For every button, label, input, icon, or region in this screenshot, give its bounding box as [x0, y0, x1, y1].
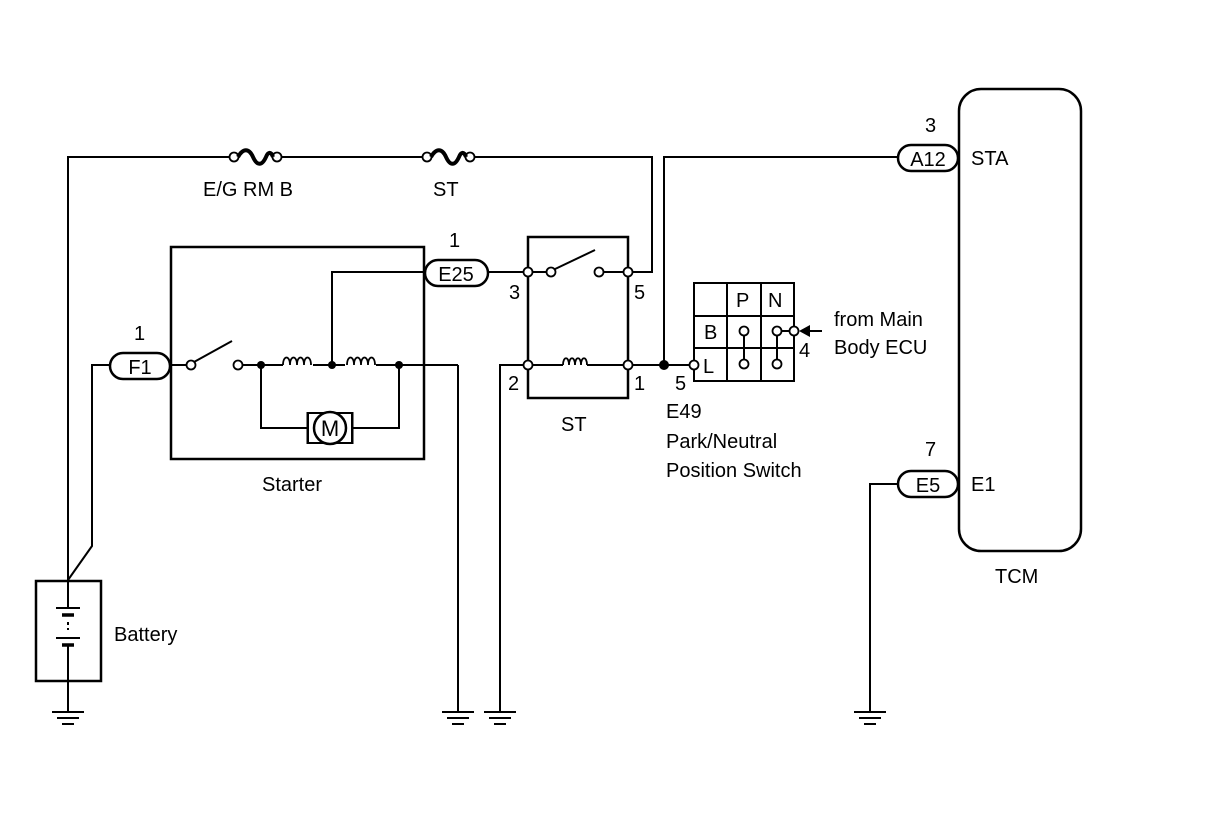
- connector-e5: [896, 469, 960, 499]
- battery-to-f1-wire: [67, 364, 110, 581]
- connector-a12-id: A12: [910, 149, 946, 171]
- battery-label: Battery: [114, 624, 177, 646]
- pnp-contact-p-b: [738, 325, 750, 337]
- connector-e25-id: E25: [438, 264, 474, 286]
- starter-box: [169, 245, 426, 461]
- pnp-contact-p-l: [738, 358, 750, 370]
- st-relay-label: ST: [561, 414, 587, 436]
- fuse-eg-rm-b: [228, 148, 283, 166]
- sta-junction: [659, 360, 669, 370]
- starter-junction-2: [328, 361, 336, 369]
- arrow-from-main-body-ecu: [799, 325, 822, 337]
- st-relay-contact-a: [545, 266, 557, 278]
- pnp-connector-id: E49: [666, 401, 702, 423]
- st-relay-internal: [528, 249, 628, 366]
- pnp-terminal-5: [688, 359, 700, 371]
- top-supply-wire: [67, 156, 653, 580]
- tcm-box: [957, 87, 1083, 553]
- st-relay-pin-3: 3: [509, 282, 520, 304]
- pnp-name-line-1: Park/Neutral: [666, 431, 777, 453]
- starter-internal-wiring: [171, 271, 459, 712]
- st-relay-terminal-3: [522, 266, 534, 278]
- fuse-st: [421, 148, 476, 166]
- starter-switch-contact-b: [232, 359, 244, 371]
- connector-f1: [108, 351, 172, 381]
- pnp-row-l: L: [703, 356, 714, 378]
- st-relay-contact-b: [593, 266, 605, 278]
- connector-f1-pin: 1: [134, 323, 145, 345]
- pnp-row-b: B: [704, 322, 717, 344]
- pnp-col-p: P: [736, 290, 749, 312]
- starter-motor: [306, 410, 354, 446]
- connector-e25-pin: 1: [449, 230, 460, 252]
- st-relay-terminal-2: [522, 359, 534, 371]
- pnp-contact-n-b: [771, 325, 783, 337]
- starter-coil-2: [346, 356, 376, 366]
- connector-a12: [896, 143, 960, 173]
- tcm-terminal-e1: E1: [971, 474, 995, 496]
- st-relay-pin-5: 5: [634, 282, 645, 304]
- starter-switch-contact-a: [185, 359, 197, 371]
- starter-junction-3: [395, 361, 403, 369]
- ground-st-relay: [484, 364, 526, 725]
- motor-symbol: M: [321, 416, 339, 441]
- st-relay-pin-1: 1: [634, 373, 645, 395]
- st-relay-terminal-1: [622, 359, 634, 371]
- st-relay-box: [526, 235, 630, 400]
- st-relay-pin-2: 2: [508, 373, 519, 395]
- starter-label: Starter: [262, 474, 322, 496]
- source-line-2: Body ECU: [834, 337, 927, 359]
- connector-e5-pin: 7: [925, 439, 936, 461]
- tcm-terminal-sta: STA: [971, 148, 1009, 170]
- ground-battery: [52, 681, 84, 725]
- pnp-pin-5: 5: [675, 373, 686, 395]
- starter-coil-1: [282, 356, 312, 366]
- ground-tcm: [854, 483, 898, 725]
- pnp-terminal-4: [788, 325, 800, 337]
- connector-f1-id: F1: [128, 357, 151, 379]
- ground-starter: [442, 711, 474, 725]
- battery-cells: [56, 581, 80, 681]
- source-line-1: from Main: [834, 309, 923, 331]
- pnp-col-n: N: [768, 290, 782, 312]
- pnp-name-line-2: Position Switch: [666, 460, 802, 482]
- starter-junction-1: [257, 361, 265, 369]
- pnp-contact-n-l: [771, 358, 783, 370]
- st-relay-terminal-5: [622, 266, 634, 278]
- connector-e5-id: E5: [916, 475, 940, 497]
- fuse-eg-rm-b-label: E/G RM B: [203, 179, 293, 201]
- pnp-pin-4: 4: [799, 340, 810, 362]
- tcm-label: TCM: [995, 566, 1038, 588]
- connector-a12-pin: 3: [925, 115, 936, 137]
- fuse-st-label: ST: [433, 179, 459, 201]
